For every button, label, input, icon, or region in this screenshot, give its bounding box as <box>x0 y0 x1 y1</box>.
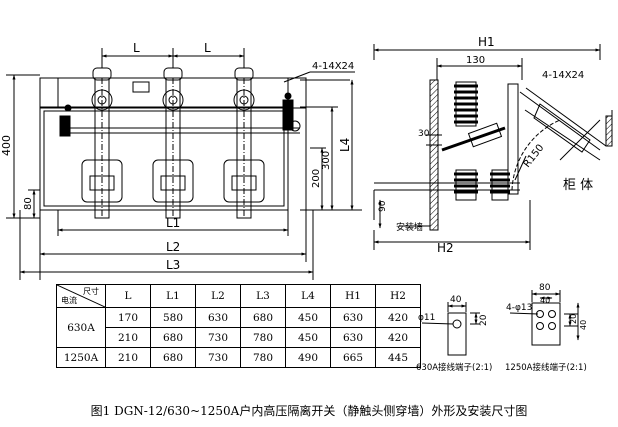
table-cell: 780 <box>240 347 286 368</box>
table-cell: 780 <box>240 327 286 348</box>
figure-caption: 图1 DGN-12/630~1250A户内高压隔离开关（静触头侧穿墙）外形及安装… <box>90 404 528 418</box>
dim-130: 130 <box>466 55 485 66</box>
table-cell: 680 <box>150 327 196 348</box>
dim-L1: L1 <box>166 216 180 230</box>
column-header: L4 <box>285 284 331 308</box>
table-cell: 580 <box>150 307 196 328</box>
table-cell: 730 <box>195 347 241 368</box>
dim-300: 300 <box>321 151 332 170</box>
dim-30: 30 <box>418 129 430 139</box>
column-header: L <box>105 284 151 308</box>
table-row: 210 680 730 780 450 630 420 <box>57 327 421 348</box>
table-cell: 210 <box>105 327 151 348</box>
dim-L-right: L <box>204 41 211 55</box>
terminal-1250-drawing <box>509 290 580 346</box>
column-header: L2 <box>195 284 241 308</box>
dim-L3: L3 <box>166 258 180 272</box>
t630-dim-40: 40 <box>450 295 462 305</box>
dim-L4: L4 <box>338 138 352 152</box>
table-cell: 420 <box>375 327 421 348</box>
dim-H1: H1 <box>478 35 495 49</box>
table-cell: 630 <box>330 327 376 348</box>
table-cell: 630 <box>330 307 376 328</box>
table-header-row: 尺寸 电流 L L1 L2 L3 L4 H1 H2 <box>56 284 421 308</box>
table-cell: 680 <box>150 347 196 368</box>
t630-caption: 630A接线端子(2:1) <box>416 362 492 373</box>
column-header: L1 <box>150 284 196 308</box>
pole-3 <box>223 67 265 219</box>
table-row: 630A 170 580 630 680 450 630 420 <box>56 307 421 348</box>
row-current: 1250A <box>56 347 106 368</box>
dim-90: 90 <box>378 200 388 212</box>
table-cell: 210 <box>105 347 151 368</box>
dim-L-left: L <box>133 41 140 55</box>
dim-L2: L2 <box>166 240 180 254</box>
table-cell: 170 <box>105 307 151 328</box>
table-cell: 490 <box>285 347 331 368</box>
side-view <box>373 44 613 250</box>
table-cell: 680 <box>240 307 286 328</box>
t1250-dim-40: 40 <box>540 296 550 305</box>
dim-holes-side: 4-14X24 <box>542 70 584 81</box>
corner-size-label: 尺寸 <box>83 287 99 296</box>
table-corner-cell: 尺寸 电流 <box>56 284 106 308</box>
table-cell: 665 <box>330 347 376 368</box>
dim-80: 80 <box>23 197 34 210</box>
front-view <box>6 48 362 280</box>
t1250-caption: 1250A接线端子(2:1) <box>505 362 587 373</box>
table-cell: 450 <box>285 327 331 348</box>
dim-holes-front: 4-14X24 <box>312 61 354 72</box>
t630-dim-20: 20 <box>479 314 489 326</box>
table-cell: 450 <box>285 307 331 328</box>
label-cabinet: 柜 体 <box>563 178 593 193</box>
dim-200: 200 <box>311 169 322 188</box>
label-mount-wall: 安装墙 <box>396 221 423 233</box>
corner-diagonal <box>57 285 105 307</box>
row-current: 630A <box>56 307 106 348</box>
t630-dim-hole: φ11 <box>418 313 435 323</box>
corner-current-label: 电流 <box>61 296 77 305</box>
dim-400: 400 <box>0 135 13 156</box>
table-cell: 420 <box>375 307 421 328</box>
column-header: L3 <box>240 284 286 308</box>
table-cell: 445 <box>375 347 421 368</box>
t1250-dim-holes: 4-φ13 <box>506 303 532 313</box>
column-header: H2 <box>375 284 421 308</box>
t1250-dim-80: 80 <box>539 283 551 293</box>
dimension-table: 尺寸 电流 L L1 L2 L3 L4 H1 H2 630A 170 580 6… <box>56 284 421 368</box>
table-row: 1250A 210 680 730 780 490 665 445 <box>56 347 421 368</box>
terminal-630-drawing <box>421 302 480 356</box>
table-cell: 630 <box>195 307 241 328</box>
t1250-dim-20: 20 <box>569 314 578 324</box>
pole-2 <box>152 67 194 219</box>
dim-H2: H2 <box>437 241 454 255</box>
table-cell: 730 <box>195 327 241 348</box>
column-header: H1 <box>330 284 376 308</box>
t1250-dim-40-side: 40 <box>579 320 588 330</box>
pole-1 <box>81 67 123 219</box>
